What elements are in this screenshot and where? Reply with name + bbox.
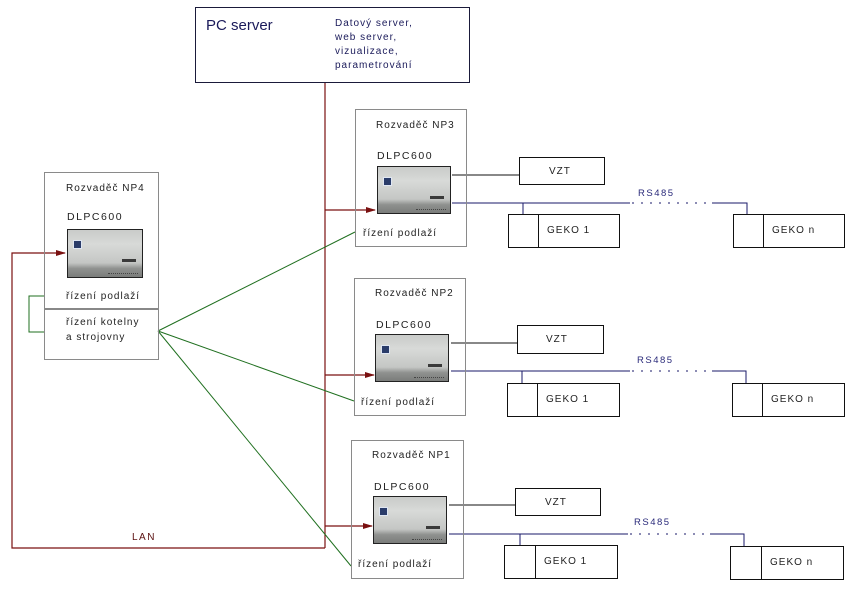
- control-link-np4-internal: [28, 295, 44, 333]
- panel-np4-floor-control: řízení podlaží: [66, 291, 141, 302]
- np2-vzt-box[interactable]: VZT: [517, 325, 604, 354]
- pc-server-description: Datový server, web server, vizualizace, …: [335, 18, 413, 71]
- control-link-np2: [157, 330, 355, 402]
- pc-server-box[interactable]: PC server Datový server, web server, viz…: [195, 7, 470, 83]
- np3-geko-n-box[interactable]: GEKO n: [733, 214, 845, 248]
- np2-geko-n-label: GEKO n: [771, 394, 815, 405]
- geko-divider: [761, 547, 762, 579]
- device-vent: [416, 209, 446, 211]
- np1-vzt-label: VZT: [545, 497, 567, 508]
- panel-np1-floor-control: řízení podlaží: [358, 559, 433, 570]
- np2-geko-1-label: GEKO 1: [546, 394, 590, 405]
- np1-geko-1-box[interactable]: GEKO 1: [504, 545, 618, 579]
- device-logo-icon: [381, 345, 390, 354]
- pc-server-title: PC server: [206, 17, 273, 34]
- np1-links: [449, 504, 745, 546]
- panel-np3-title: Rozvaděč NP3: [376, 120, 455, 131]
- np3-geko-1-label: GEKO 1: [547, 225, 591, 236]
- panel-np1-title: Rozvaděč NP1: [372, 450, 451, 461]
- panel-np4[interactable]: Rozvaděč NP4 DLPC600 řízení podlaží říze…: [44, 172, 159, 360]
- np2-links: [451, 342, 747, 383]
- device-vent: [414, 377, 444, 379]
- panel-np3-floor-control: řízení podlaží: [363, 228, 438, 239]
- dlpc600-device-np3[interactable]: [377, 166, 451, 214]
- np3-vzt-label: VZT: [549, 166, 571, 177]
- panel-np2[interactable]: Rozvaděč NP2 DLPC600 řízení podlaží: [354, 278, 466, 416]
- np3-rs485-label: RS485: [638, 188, 675, 199]
- device-logo-icon: [383, 177, 392, 186]
- np2-vzt-label: VZT: [546, 334, 568, 345]
- lan-loop-np4: [11, 250, 325, 549]
- panel-np3[interactable]: Rozvaděč NP3 DLPC600 řízení podlaží: [355, 109, 467, 247]
- panel-np4-title: Rozvaděč NP4: [66, 183, 145, 194]
- geko-divider: [763, 215, 764, 247]
- np3-vzt-box[interactable]: VZT: [519, 157, 605, 185]
- lan-label: LAN: [132, 532, 156, 543]
- panel-np4-boiler-control: řízení kotelny a strojovny: [66, 317, 140, 343]
- np2-rs485-label: RS485: [637, 355, 674, 366]
- panel-np1[interactable]: Rozvaděč NP1 DLPC600 řízení podlaží: [351, 440, 464, 579]
- geko-divider: [537, 384, 538, 416]
- np3-geko-1-box[interactable]: GEKO 1: [508, 214, 620, 248]
- dlpc600-device-np4[interactable]: [67, 229, 143, 278]
- np3-links: [452, 174, 748, 214]
- np1-geko-n-label: GEKO n: [770, 557, 814, 568]
- np1-geko-1-label: GEKO 1: [544, 556, 588, 567]
- panel-np1-device-label: DLPC600: [374, 481, 431, 493]
- device-logo-icon: [379, 507, 388, 516]
- control-links: [28, 231, 356, 567]
- np2-geko-n-box[interactable]: GEKO n: [732, 383, 845, 417]
- device-nameplate: [430, 196, 444, 199]
- geko-divider: [538, 215, 539, 247]
- panel-np3-device-label: DLPC600: [377, 150, 434, 162]
- geko-divider: [535, 546, 536, 578]
- control-link-np3: [157, 231, 356, 332]
- np1-geko-n-box[interactable]: GEKO n: [730, 546, 844, 580]
- device-nameplate: [428, 364, 442, 367]
- device-logo-icon: [73, 240, 82, 249]
- control-link-np1: [157, 330, 352, 567]
- device-nameplate: [122, 259, 136, 262]
- lan-network: [11, 83, 376, 549]
- np1-rs485-label: RS485: [634, 517, 671, 528]
- device-vent: [412, 539, 442, 541]
- np1-vzt-box[interactable]: VZT: [515, 488, 601, 516]
- geko-divider: [762, 384, 763, 416]
- np2-geko-1-box[interactable]: GEKO 1: [507, 383, 620, 417]
- device-vent: [108, 273, 138, 275]
- dlpc600-device-np1[interactable]: [373, 496, 447, 544]
- device-nameplate: [426, 526, 440, 529]
- panel-np2-device-label: DLPC600: [376, 319, 433, 331]
- dlpc600-device-np2[interactable]: [375, 334, 449, 382]
- np3-geko-n-label: GEKO n: [772, 225, 816, 236]
- panel-np4-device-label: DLPC600: [67, 211, 124, 223]
- panel-np2-title: Rozvaděč NP2: [375, 288, 454, 299]
- panel-np2-floor-control: řízení podlaží: [361, 397, 436, 408]
